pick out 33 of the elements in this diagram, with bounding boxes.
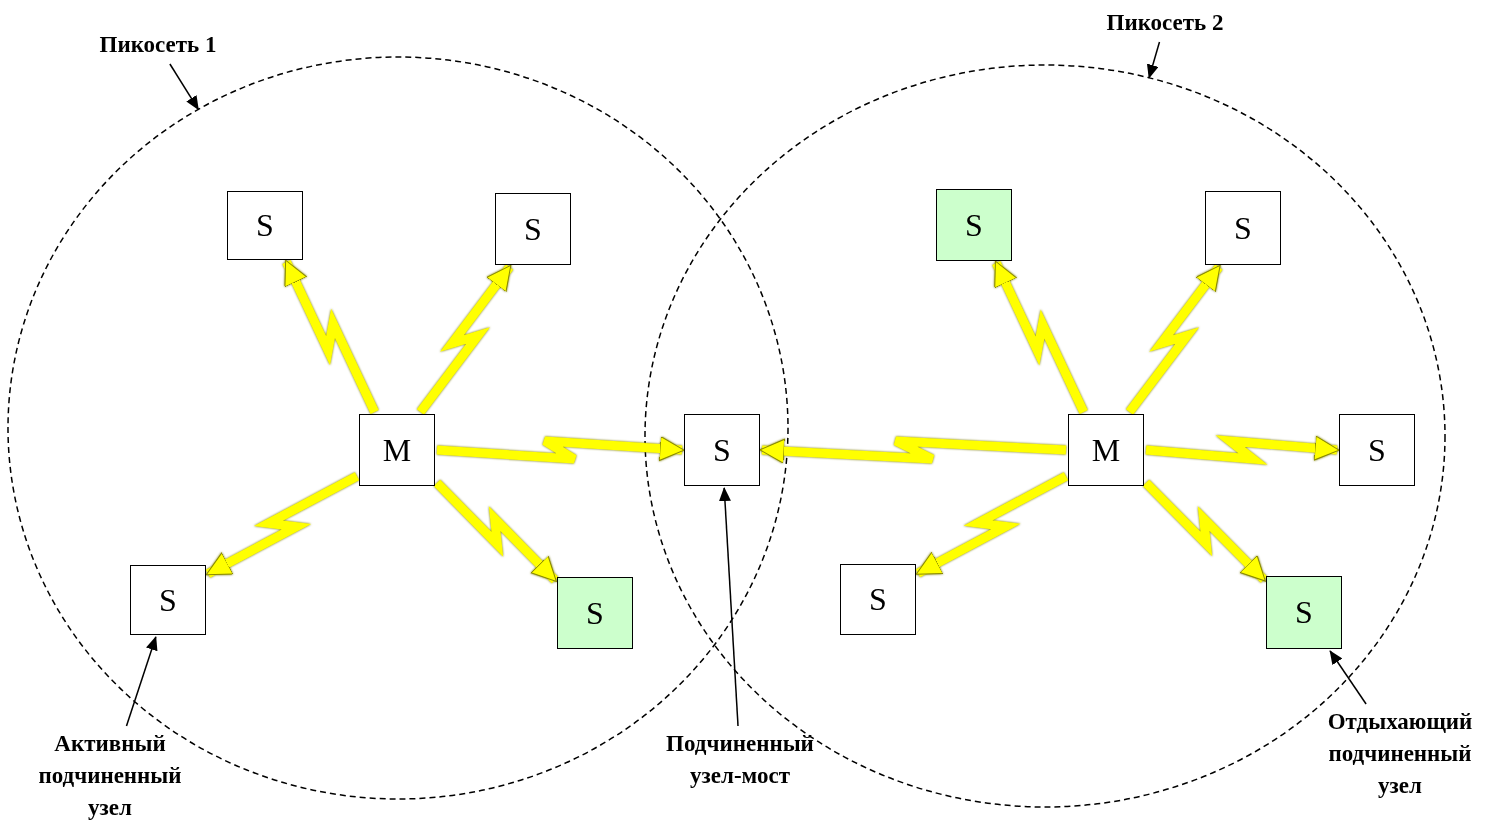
lightning-arrow	[1142, 479, 1268, 583]
node-box: S	[684, 414, 760, 486]
lightning-arrow	[433, 479, 559, 584]
lightning-arrow	[282, 259, 379, 414]
note-text: Отдыхающий подчиненный узел	[1305, 706, 1495, 802]
node-box: S	[227, 191, 303, 260]
lightning-arrow	[915, 472, 1069, 578]
node-box: M	[1068, 414, 1144, 486]
node-box: S	[130, 565, 206, 635]
leader-arrow	[125, 636, 158, 727]
lightning-arrow	[1145, 435, 1340, 465]
note-text: Активный подчиненный узел	[25, 728, 195, 824]
node-box: M	[359, 414, 435, 486]
leader-arrow	[1329, 650, 1367, 705]
node-box: S	[1266, 576, 1342, 649]
note-text: Пикосеть 1	[68, 28, 248, 62]
lightning-arrow	[992, 260, 1088, 414]
lightning-arrow	[416, 264, 514, 415]
node-box: S	[557, 577, 633, 649]
node-box: S	[936, 189, 1012, 261]
leader-arrow	[1146, 41, 1161, 79]
lightning-arrow	[205, 472, 360, 578]
node-box: S	[840, 564, 916, 635]
note-text: Подчиненный узел-мост	[640, 728, 840, 792]
lightning-arrow	[436, 436, 685, 464]
node-box: S	[1205, 191, 1281, 265]
lightning-arrow	[759, 436, 1067, 464]
note-text: Пикосеть 2	[1075, 6, 1255, 40]
lightning-arrow	[1125, 264, 1223, 415]
node-box: S	[1339, 414, 1415, 486]
leader-arrow	[169, 63, 200, 111]
leader-arrow	[718, 487, 739, 727]
node-box: S	[495, 193, 571, 265]
